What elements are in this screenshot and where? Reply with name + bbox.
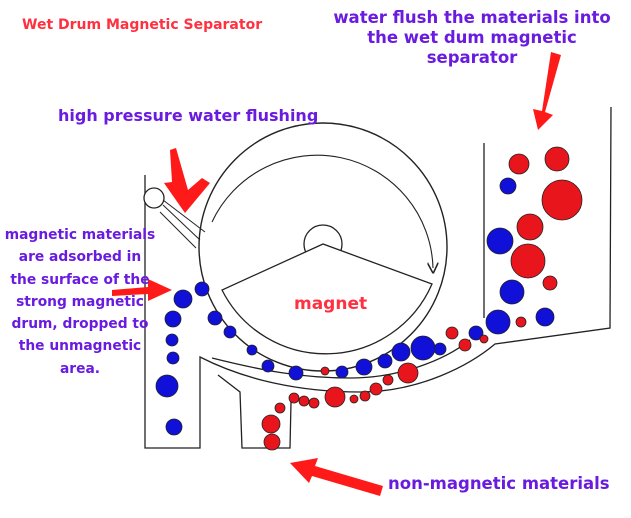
magnetic-particle: [355, 358, 373, 376]
feed-annotation: water flush the materials into the wet d…: [320, 8, 624, 68]
magnetic-particle: [535, 307, 555, 327]
page-title: Wet Drum Magnetic Separator: [22, 17, 263, 33]
feed-annotation-line: water flush the materials into: [333, 8, 611, 27]
magnet-label: magnet: [294, 294, 368, 314]
non-magnetic-particle: [510, 243, 546, 279]
magnetic-annotation-line: are adsorbed in: [18, 249, 142, 266]
magnet-sector: [221, 243, 433, 355]
non-magnetic-particle: [508, 153, 530, 175]
magnetic-particle: [165, 333, 179, 347]
magnetic-particle: [335, 365, 349, 379]
water-nozzle-icon: [143, 187, 206, 249]
drum-inner-arc: [211, 154, 433, 268]
magnetic-annotation-line: drum, dropped to: [11, 316, 149, 333]
non-magnetic-annotation: non-magnetic materials: [388, 474, 610, 493]
magnetic-particle: [194, 281, 210, 297]
magnetic-drum: [198, 122, 448, 372]
magnetic-particle: [261, 359, 275, 373]
magnetic-particle: [246, 344, 258, 356]
magnetic-annotation-line: the surface of the: [10, 271, 150, 288]
drop-arrow-icon: [112, 279, 172, 301]
magnetic-particle: [165, 418, 183, 436]
non-magnetic-particle: [541, 179, 583, 221]
magnetic-particle: [223, 325, 237, 339]
magnetic-particle: [433, 342, 447, 356]
non-magnetic-particle: [479, 334, 489, 344]
feed-arrow-icon: [533, 52, 561, 130]
magnetic-annotation: magnetic materials are adsorbed in the s…: [2, 224, 158, 380]
non-magnetic-particle: [263, 433, 281, 451]
discharge-channel: [217, 374, 292, 449]
magnetic-particle: [410, 335, 436, 361]
magnetic-annotation-line: the unmagnetic: [18, 338, 142, 355]
magnetic-particle: [499, 177, 517, 195]
magnetic-particle: [155, 374, 179, 398]
non-magnetic-particle: [458, 338, 472, 352]
feed-annotation-line: the wet dum magnetic separator: [367, 28, 577, 67]
non-magnetic-particle: [382, 374, 394, 386]
flushing-annotation: high pressure water flushing: [58, 106, 319, 125]
red-arrow-icon: [112, 52, 561, 496]
magnetic-particle: [166, 351, 180, 365]
non-magnetic-particle: [288, 392, 300, 404]
flush-arrow-icon: [164, 148, 210, 213]
magnetic-annotation-line: magnetic materials: [4, 227, 156, 243]
nonmag-arrow-icon: [290, 458, 383, 496]
non-magnetic-particle: [324, 386, 346, 408]
left-tank-wall: [144, 106, 612, 449]
non-magnetic-particle: [369, 382, 383, 396]
non-magnetic-particle: [542, 275, 558, 291]
non-magnetic-particles: [261, 146, 583, 451]
non-magnetic-particle: [298, 395, 310, 407]
magnetic-annotation-line: area.: [59, 360, 101, 377]
magnetic-particle: [486, 227, 514, 255]
non-magnetic-particle: [320, 366, 330, 376]
magnetic-particle: [164, 310, 182, 328]
tank-outline: [144, 106, 612, 449]
magnetic-particle: [391, 342, 411, 362]
magnetic-particle: [468, 325, 484, 341]
non-magnetic-particle: [274, 402, 286, 414]
non-magnetic-particle: [445, 326, 459, 340]
magnetic-particle: [173, 289, 193, 309]
magnetic-particle: [207, 310, 223, 326]
non-magnetic-particle: [308, 397, 320, 409]
magnetic-particle: [485, 309, 511, 335]
magnetic-particles: [155, 177, 555, 436]
non-magnetic-particle: [397, 362, 419, 384]
non-magnetic-particle: [261, 414, 281, 434]
non-magnetic-particle: [359, 390, 371, 402]
magnetic-particle: [288, 365, 304, 381]
non-magnetic-particle: [349, 394, 359, 404]
magnetic-annotation-line: strong magnetic: [16, 293, 144, 310]
magnetic-particle: [499, 279, 525, 305]
drum-return-wall: [211, 339, 471, 379]
non-magnetic-particle: [544, 146, 570, 172]
non-magnetic-particle: [516, 213, 544, 241]
magnetic-particle: [377, 353, 393, 369]
non-magnetic-particle: [515, 316, 527, 328]
